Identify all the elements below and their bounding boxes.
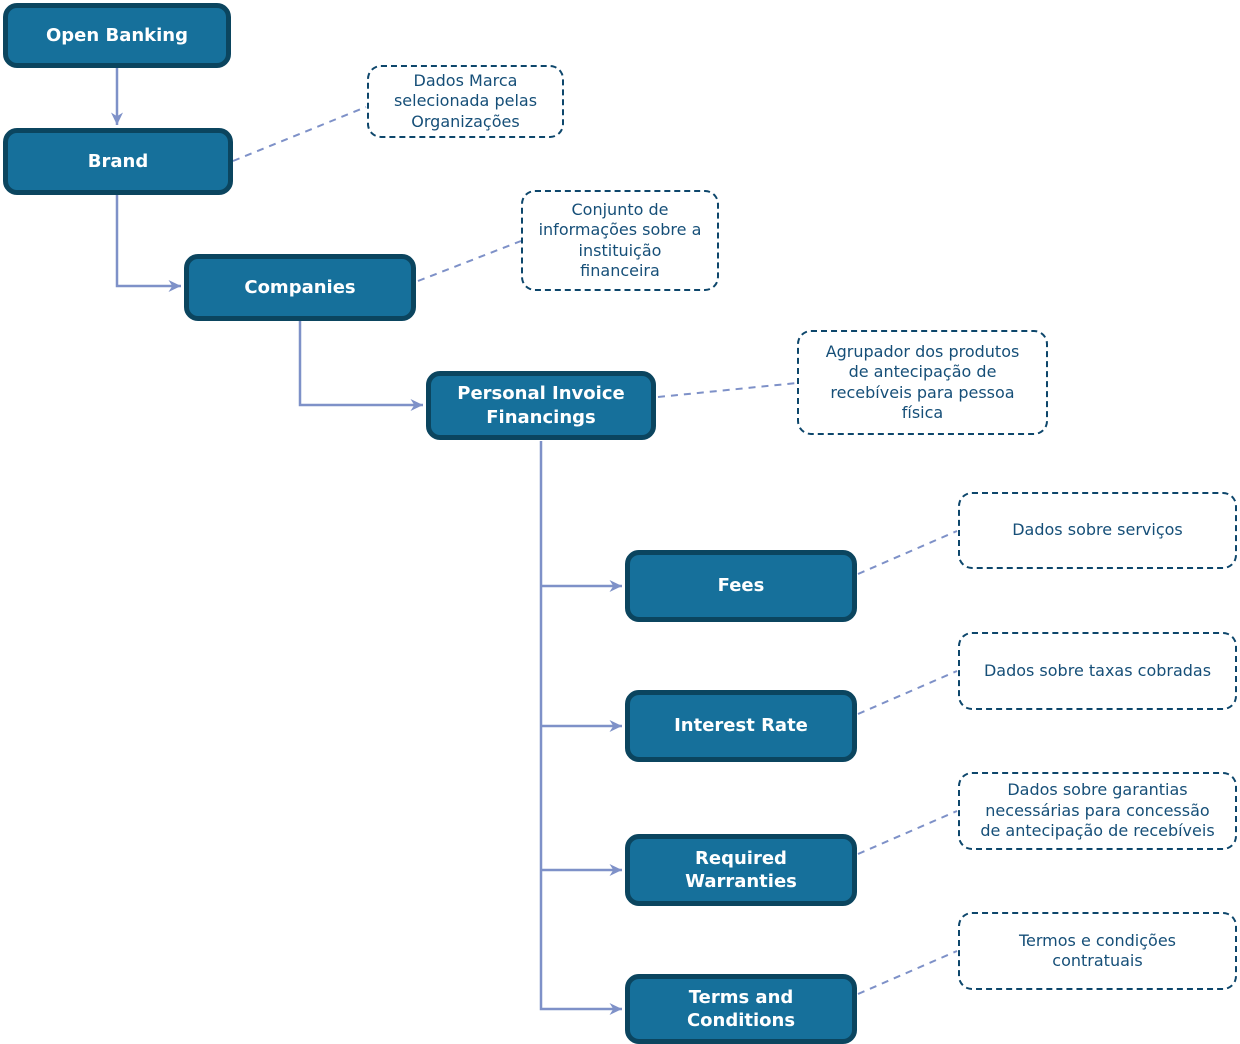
annotation-interest-rate: Dados sobre taxas cobradas bbox=[958, 632, 1237, 710]
annotation-connector-fees bbox=[857, 530, 958, 575]
annotation-connector-required-warranties bbox=[857, 810, 958, 855]
annotation-connector-brand bbox=[232, 106, 367, 162]
node-interest-rate: Interest Rate bbox=[625, 690, 857, 762]
node-fees: Fees bbox=[625, 550, 857, 622]
node-personal-invoice-financings: Personal Invoice Financings bbox=[426, 371, 656, 440]
node-companies: Companies bbox=[184, 254, 416, 321]
annotation-connector-interest-rate bbox=[857, 670, 958, 715]
node-brand: Brand bbox=[3, 128, 233, 195]
annotation-brand: Dados Marca selecionada pelas Organizaçõ… bbox=[367, 65, 564, 138]
node-open-banking: Open Banking bbox=[3, 3, 231, 68]
annotation-terms-and-conditions: Termos e condições contratuais bbox=[958, 912, 1237, 990]
annotation-personal-invoice-financings: Agrupador dos produtos de antecipação de… bbox=[797, 330, 1048, 435]
annotation-required-warranties: Dados sobre garantias necessárias para c… bbox=[958, 772, 1237, 850]
annotation-connector-companies bbox=[417, 240, 522, 282]
node-required-warranties: Required Warranties bbox=[625, 834, 857, 906]
connector-brand-companies bbox=[115, 195, 181, 292]
annotation-connector-terms bbox=[857, 950, 958, 995]
annotation-connector-pif bbox=[657, 382, 798, 398]
annotation-fees: Dados sobre serviços bbox=[958, 492, 1237, 569]
node-terms-and-conditions: Terms and Conditions bbox=[625, 974, 857, 1044]
connector-companies-pif bbox=[298, 321, 423, 411]
annotation-companies: Conjunto de informações sobre a institui… bbox=[521, 190, 719, 291]
connector-pif-terms-trunk bbox=[539, 441, 622, 1015]
